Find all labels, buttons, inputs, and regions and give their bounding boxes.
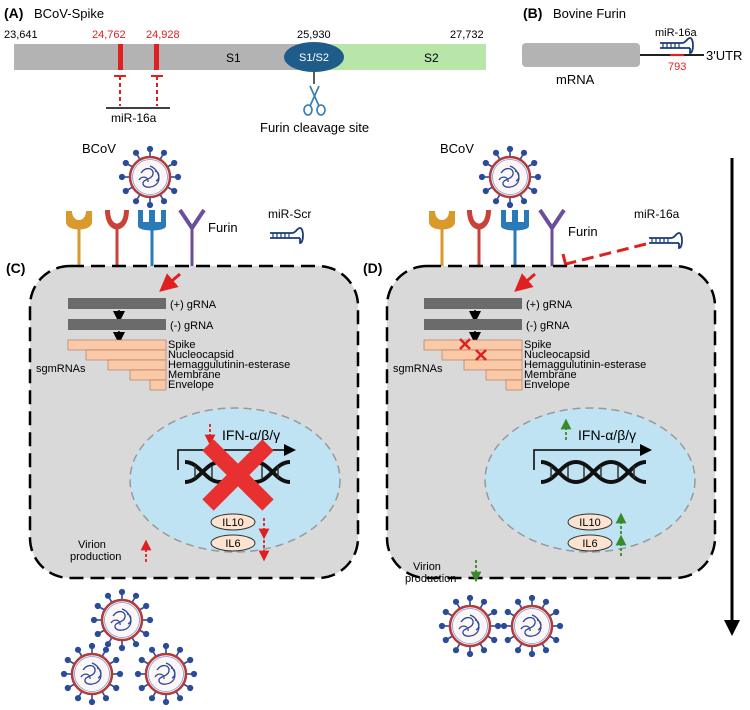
- minus-gRNA-label-d: (-) gRNA: [526, 320, 570, 332]
- minus-gRNA-label-c: (-) gRNA: [170, 320, 214, 332]
- coord-site1: 24,762: [92, 29, 126, 41]
- panel-b-title: Bovine Furin: [553, 6, 626, 21]
- gene-spike-d: Spike: [524, 339, 552, 351]
- panel-d-furin-label: Furin: [568, 224, 598, 239]
- gene-membrane-c: Membrane: [168, 369, 221, 381]
- utr-label: 3'UTR: [706, 48, 742, 63]
- panel-d-label: (D): [363, 260, 382, 276]
- ifn-label-c: IFN-α/β/γ: [222, 427, 280, 443]
- inhibition-marks: [114, 75, 163, 106]
- ifn-label-d: IFN-α/β/γ: [578, 427, 636, 443]
- spike-genome-bar: [14, 44, 314, 70]
- furin-mrna-bar: [522, 43, 640, 67]
- bcov-virus-icon: [118, 145, 182, 209]
- coord-site2: 24,928: [146, 29, 180, 41]
- coord-cleavage: 25,930: [297, 29, 331, 41]
- s1s2-label: S1/S2: [299, 52, 329, 64]
- red-x-icon: [202, 439, 274, 511]
- panel-c-virus-label: BCoV: [82, 141, 116, 156]
- panel-c-label: (C): [6, 260, 25, 276]
- receptors-c: [66, 208, 206, 266]
- panel-a-label: (A): [4, 5, 23, 21]
- gene-he-c: Hemaggulutinin-esterase: [168, 359, 290, 371]
- bcov-virus-icon: [478, 145, 542, 209]
- mir-16a-icon: [648, 232, 683, 249]
- furin-mirna-icon: [659, 37, 694, 54]
- panel-b-label: (B): [523, 5, 542, 21]
- entry-arrow-d: [514, 272, 536, 292]
- panel-c-mirna-label: miR-Scr: [268, 207, 311, 221]
- furin-cleavage-label: Furin cleavage site: [260, 120, 369, 135]
- plus-gRNA-bar-c: [68, 298, 166, 309]
- gene-nucleocapsid-c: Nucleocapsid: [168, 349, 234, 361]
- virion-label-d-2: production: [405, 573, 456, 585]
- virion-label-c-2: production: [70, 551, 121, 563]
- panel-c: BCoV Furin miR-Scr (C) (+) gRNA (-) gRNA: [6, 141, 360, 706]
- plus-gRNA-bar-d: [424, 298, 522, 309]
- cross-mark-icon: [459, 338, 487, 361]
- gene-he-d: Hemaggulutinin-esterase: [524, 359, 646, 371]
- sgmrnas-label-d: sgmRNAs: [393, 363, 443, 375]
- panel-d-mirna-label: miR-16a: [634, 207, 680, 221]
- panel-c-furin-label: Furin: [208, 220, 238, 235]
- panel-d-virus-label: BCoV: [440, 141, 474, 156]
- virion-label-c-1: Virion: [78, 539, 106, 551]
- virion-icon: [90, 588, 154, 652]
- il6-label-c: IL6: [225, 538, 240, 550]
- sgmrna-stack-c: [67, 339, 167, 391]
- entry-arrow-c: [159, 272, 181, 292]
- virion-icon: [134, 642, 198, 706]
- coord-start: 23,641: [4, 29, 38, 41]
- mir-scr-icon: [269, 227, 304, 244]
- gene-membrane-d: Membrane: [524, 369, 577, 381]
- s2-label: S2: [424, 51, 439, 65]
- virion-label-d-1: Virion: [413, 561, 441, 573]
- minus-gRNA-bar-c: [68, 319, 166, 330]
- receptors-d: [429, 208, 566, 266]
- gene-envelope-d: Envelope: [524, 379, 570, 391]
- il6-label-d: IL6: [582, 538, 597, 550]
- virion-icon: [500, 594, 564, 658]
- scissors-icon: [303, 72, 326, 116]
- panel-b-site-label: 793: [668, 61, 686, 73]
- timeline-arrowhead: [724, 620, 740, 636]
- s1-label: S1: [226, 51, 241, 65]
- il10-label-d: IL10: [579, 517, 600, 529]
- gene-envelope-c: Envelope: [168, 379, 214, 391]
- panel-d: BCoV Furin miR-16a (D) (+) gRNA (-) gRNA: [363, 141, 717, 658]
- panel-a: (A) BCoV-Spike 23,641 24,762 24,928 25,9…: [4, 5, 486, 135]
- panel-a-title: BCoV-Spike: [34, 6, 104, 21]
- coord-end: 27,732: [450, 29, 484, 41]
- sgmrnas-label-c: sgmRNAs: [36, 363, 86, 375]
- target-site-2: [154, 44, 159, 70]
- panel-b-mirna-label: miR-16a: [655, 27, 697, 39]
- virion-icon: [60, 642, 124, 706]
- minus-gRNA-bar-d: [424, 319, 522, 330]
- plus-gRNA-label-c: (+) gRNA: [170, 299, 217, 311]
- panel-a-mirna-label: miR-16a: [111, 111, 157, 125]
- panel-b: (B) Bovine Furin miR-16a 793 3'UTR mRNA: [522, 5, 742, 87]
- target-site-1: [118, 44, 123, 70]
- plus-gRNA-label-d: (+) gRNA: [526, 299, 573, 311]
- gene-spike-c: Spike: [168, 339, 196, 351]
- mrna-label: mRNA: [556, 72, 595, 87]
- gene-nucleocapsid-d: Nucleocapsid: [524, 349, 590, 361]
- s1s2-oval: [284, 42, 344, 72]
- il10-label-c: IL10: [222, 517, 243, 529]
- dna-icon-d: [533, 444, 652, 485]
- virion-icon: [438, 594, 502, 658]
